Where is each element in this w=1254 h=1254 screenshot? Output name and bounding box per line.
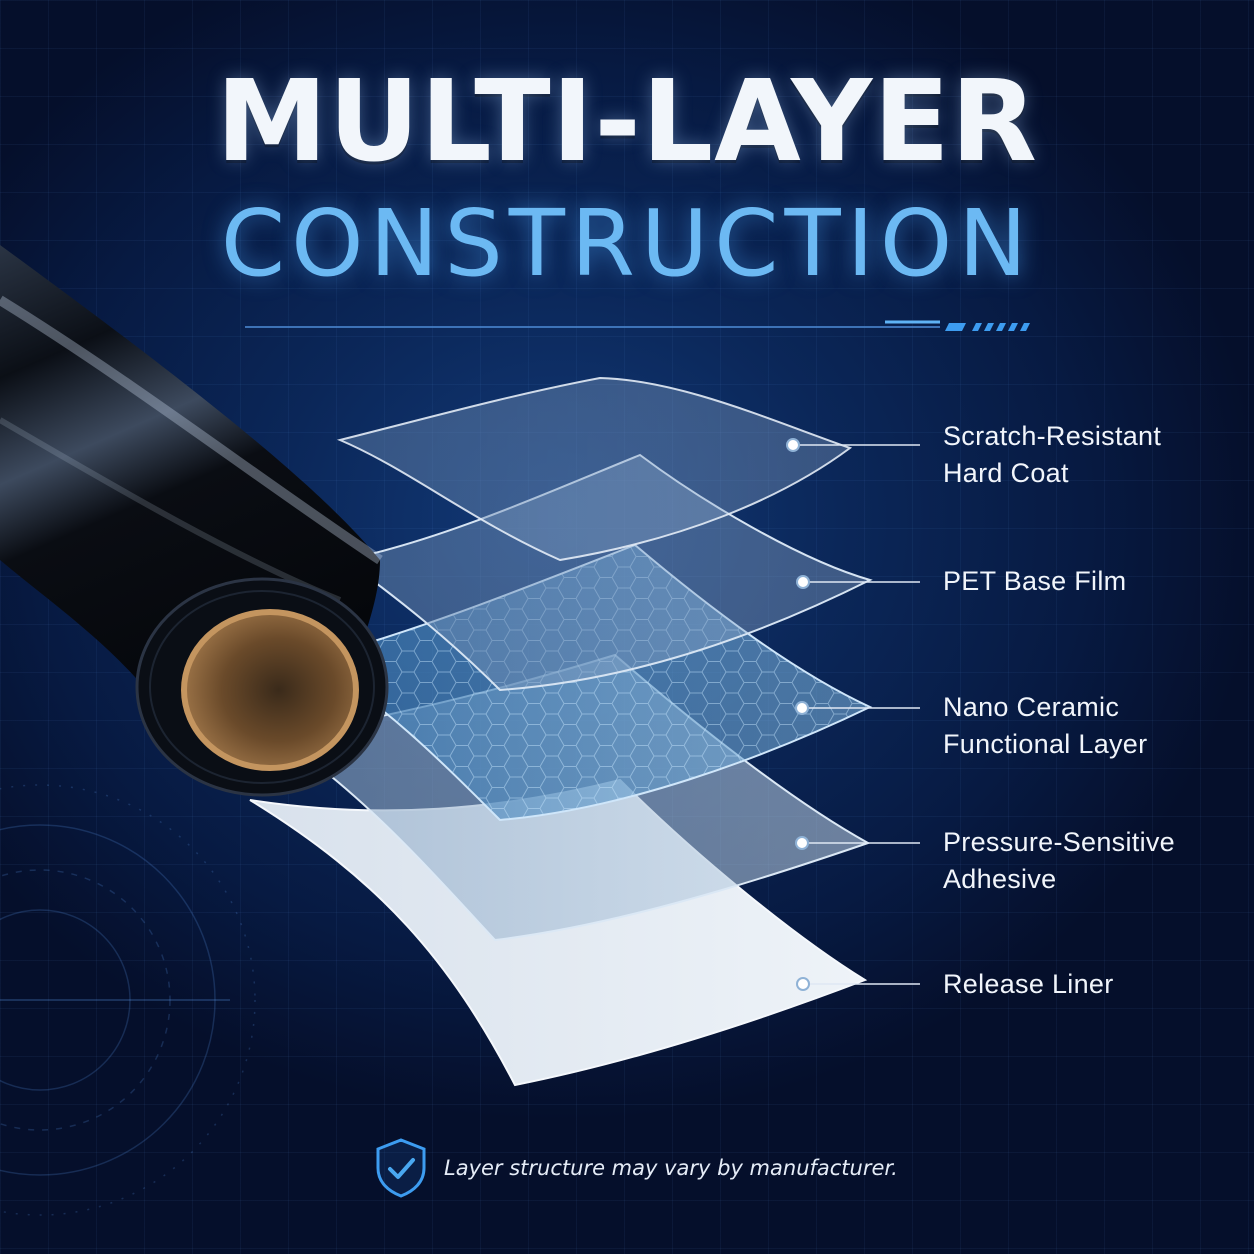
layer-label-release-liner: Release Liner bbox=[943, 966, 1243, 1003]
page-title: MULTI-LAYER bbox=[216, 57, 1038, 187]
layer-label-line: Nano Ceramic bbox=[943, 692, 1120, 722]
layer-label-line: Pressure-Sensitive bbox=[943, 827, 1175, 857]
callout-dot bbox=[796, 977, 810, 991]
layer-label-line: Hard Coat bbox=[943, 458, 1069, 488]
layer-label-line: Functional Layer bbox=[943, 729, 1148, 759]
disclaimer-text: Layer structure may vary by manufacturer… bbox=[444, 1156, 898, 1180]
layer-label-hard-coat: Scratch-Resistant Hard Coat bbox=[943, 418, 1243, 492]
layer-label-adhesive: Pressure-Sensitive Adhesive bbox=[943, 824, 1243, 898]
callout-dot bbox=[795, 836, 809, 850]
layer-label-line: Release Liner bbox=[943, 969, 1114, 999]
layer-label-line: PET Base Film bbox=[943, 566, 1127, 596]
page-subtitle: CONSTRUCTION bbox=[220, 190, 1034, 297]
layer-label-line: Scratch-Resistant bbox=[943, 421, 1162, 451]
layer-label-pet-base-film: PET Base Film bbox=[943, 563, 1243, 600]
shield-check-icon bbox=[376, 1138, 426, 1198]
cardboard-core bbox=[181, 609, 359, 771]
layer-label-line: Adhesive bbox=[943, 864, 1057, 894]
callout-dot bbox=[795, 701, 809, 715]
callout-dot bbox=[786, 438, 800, 452]
footer-note: Layer structure may vary by manufacturer… bbox=[372, 1136, 898, 1200]
hard-coat-sheet bbox=[336, 376, 853, 562]
title-divider bbox=[245, 320, 1030, 331]
callout-dot bbox=[796, 575, 810, 589]
layer-label-nano-ceramic: Nano Ceramic Functional Layer bbox=[943, 689, 1243, 763]
